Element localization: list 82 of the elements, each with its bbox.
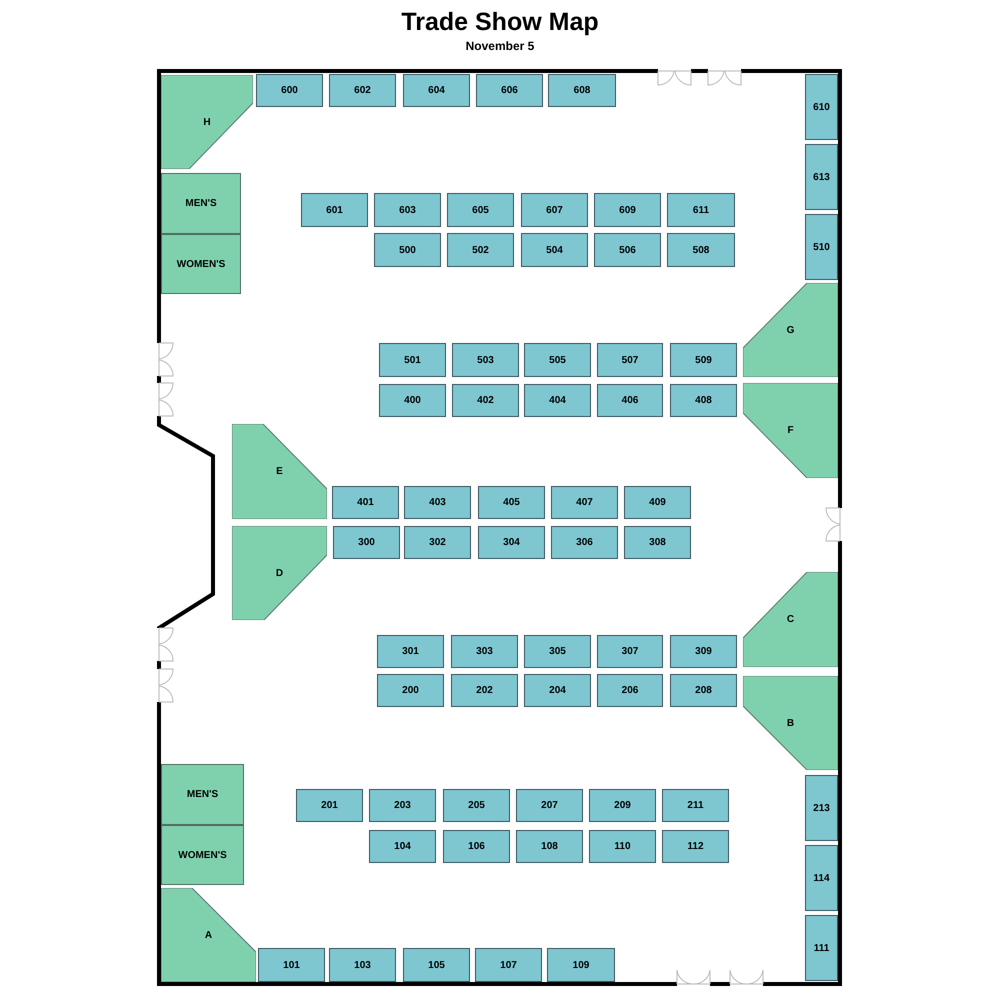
- booth: 506: [594, 233, 661, 267]
- booth: 605: [447, 193, 514, 227]
- booth: 405: [478, 486, 545, 519]
- booth: 207: [516, 789, 583, 822]
- booth: 402: [452, 384, 519, 417]
- booth: 404: [524, 384, 591, 417]
- booth: 400: [379, 384, 446, 417]
- booth: 309: [670, 635, 737, 668]
- booth: 501: [379, 343, 446, 377]
- booth: 111: [805, 915, 838, 981]
- booth: 603: [374, 193, 441, 227]
- booth: 209: [589, 789, 656, 822]
- booth-label: F: [787, 424, 794, 438]
- booth: 112: [662, 830, 729, 863]
- booth: 101: [258, 948, 325, 982]
- booth: 602: [329, 74, 396, 107]
- booth: 211: [662, 789, 729, 822]
- booth: 307: [597, 635, 663, 668]
- booth: 110: [589, 830, 656, 863]
- booth: 104: [369, 830, 436, 863]
- booth: 609: [594, 193, 661, 227]
- booth: 604: [403, 74, 470, 107]
- booth: 202: [451, 674, 518, 707]
- restroom-area: WOMEN'S: [161, 234, 241, 294]
- booth: 208: [670, 674, 737, 707]
- booth: 301: [377, 635, 444, 668]
- booth: 601: [301, 193, 368, 227]
- booth: 306: [551, 526, 618, 559]
- booth: 206: [597, 674, 663, 707]
- booth: 303: [451, 635, 518, 668]
- booth: 203: [369, 789, 436, 822]
- booth: 607: [521, 193, 588, 227]
- booth: 408: [670, 384, 737, 417]
- booth: 302: [404, 526, 471, 559]
- booth: 409: [624, 486, 691, 519]
- booth: 204: [524, 674, 591, 707]
- booth-label: H: [203, 116, 211, 130]
- booth: 611: [667, 193, 735, 227]
- booth: 610: [805, 74, 838, 140]
- booth: 504: [521, 233, 588, 267]
- booth: 406: [597, 384, 663, 417]
- booth: 308: [624, 526, 691, 559]
- booth: 305: [524, 635, 591, 668]
- booth: 600: [256, 74, 323, 107]
- booth: 200: [377, 674, 444, 707]
- restroom-area: MEN'S: [161, 173, 241, 234]
- booth: 304: [478, 526, 545, 559]
- booth: 106: [443, 830, 510, 863]
- booth: 613: [805, 144, 838, 210]
- booth-label: E: [276, 465, 283, 479]
- booth: 213: [805, 775, 838, 841]
- booth: 407: [551, 486, 618, 519]
- booth: 508: [667, 233, 735, 267]
- booth: 502: [447, 233, 514, 267]
- booth: 105: [403, 948, 470, 982]
- booth: 510: [805, 214, 838, 280]
- date-subtitle: November 5: [466, 38, 534, 55]
- booth: 505: [524, 343, 591, 377]
- booth-label: A: [204, 928, 212, 942]
- booth: 608: [548, 74, 616, 107]
- booth-label: C: [786, 613, 794, 627]
- booth: 403: [404, 486, 471, 519]
- booth: 108: [516, 830, 583, 863]
- booth: 205: [443, 789, 510, 822]
- booth: 109: [547, 948, 615, 982]
- booth: 503: [452, 343, 519, 377]
- booth: 201: [296, 789, 363, 822]
- booth: 606: [476, 74, 543, 107]
- restroom-area: WOMEN'S: [161, 825, 244, 885]
- booth-label: G: [786, 324, 794, 338]
- map-title: Trade Show Map: [401, 7, 599, 38]
- booth: 300: [333, 526, 400, 559]
- booth: 507: [597, 343, 663, 377]
- booth: 103: [329, 948, 396, 982]
- booth: 509: [670, 343, 737, 377]
- booth-label: D: [276, 566, 284, 580]
- booth: 500: [374, 233, 441, 267]
- booth: 114: [805, 845, 838, 911]
- booth-label: B: [786, 716, 794, 730]
- booth: 401: [332, 486, 399, 519]
- restroom-area: MEN'S: [161, 764, 244, 825]
- booth: 107: [475, 948, 542, 982]
